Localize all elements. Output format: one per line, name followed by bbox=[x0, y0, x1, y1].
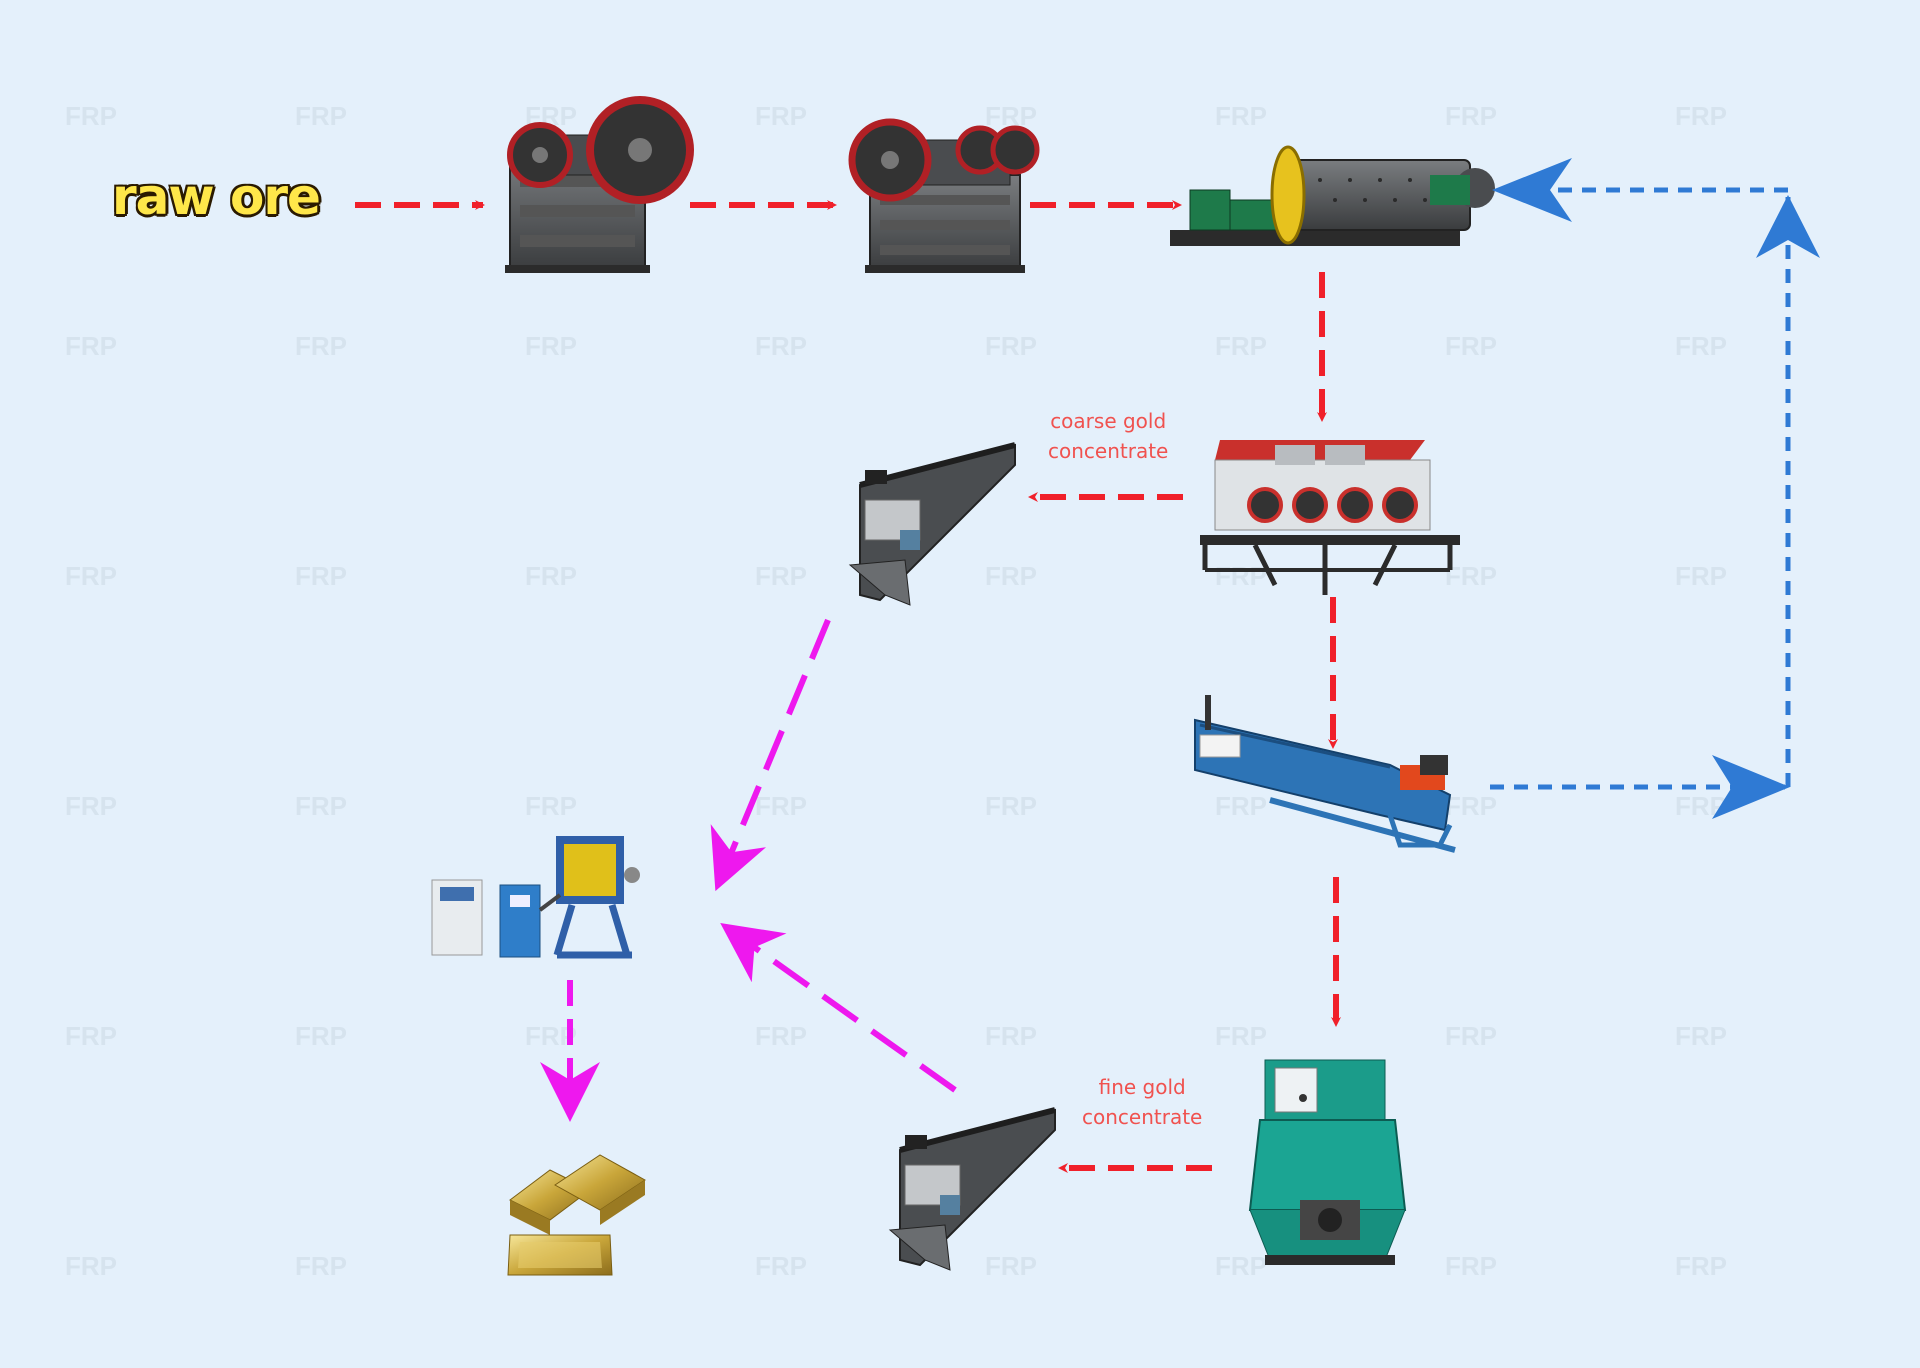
watermark-logo: FRP bbox=[1215, 791, 1267, 821]
jaw-crusher-icon bbox=[848, 118, 1040, 273]
melting-furnace-icon bbox=[431, 836, 640, 959]
watermark-logo: FRP bbox=[1445, 101, 1497, 131]
centrifugal-concentrator-icon bbox=[1248, 1059, 1407, 1265]
watermark-logo: FRP bbox=[1445, 1021, 1497, 1051]
watermark-logo: FRP bbox=[755, 1251, 807, 1281]
fine-gold-label: fine gold concentrate bbox=[1082, 1072, 1202, 1132]
return-arrowhead-mill bbox=[1492, 158, 1572, 222]
watermark-logo: FRP bbox=[1445, 561, 1497, 591]
shaking-table-icon bbox=[848, 442, 1016, 606]
watermark-logo: FRP bbox=[1445, 791, 1497, 821]
watermark-logo: FRP bbox=[1215, 1251, 1267, 1281]
watermark-logo: FRP bbox=[295, 791, 347, 821]
watermark-logo: FRP bbox=[65, 791, 117, 821]
watermark-logo: FRP bbox=[755, 101, 807, 131]
watermark-logo: FRP bbox=[1215, 1021, 1267, 1051]
arrow-finetable-to-furnace bbox=[720, 923, 957, 1093]
watermark-logo: FRP bbox=[755, 791, 807, 821]
fine-gold-line-1: fine gold bbox=[1098, 1075, 1186, 1099]
watermark-logo: FRP bbox=[985, 561, 1037, 591]
watermark-logo: FRP bbox=[1675, 331, 1727, 361]
watermark-logo: FRP bbox=[1675, 1251, 1727, 1281]
watermark-logo: FRP bbox=[1445, 1251, 1497, 1281]
watermark-logo: FRP bbox=[65, 561, 117, 591]
watermark-logo: FRP bbox=[65, 1021, 117, 1051]
watermark-logo: FRP bbox=[755, 331, 807, 361]
ball-mill-icon bbox=[1170, 145, 1495, 246]
watermark-logo: FRP bbox=[295, 101, 347, 131]
watermark-logo: FRP bbox=[1675, 1021, 1727, 1051]
arrow-table-to-furnace bbox=[710, 618, 831, 892]
watermark-logo: FRP bbox=[295, 561, 347, 591]
coarse-gold-line-2: concentrate bbox=[1048, 439, 1169, 463]
jig-machine-icon bbox=[1200, 440, 1460, 595]
jaw-crusher-icon bbox=[505, 96, 694, 273]
watermark-logo: FRP bbox=[65, 331, 117, 361]
watermark-logo: FRP bbox=[1675, 101, 1727, 131]
fine-gold-line-2: concentrate bbox=[1082, 1105, 1203, 1129]
watermark-logo: FRP bbox=[295, 1021, 347, 1051]
watermark-logo: FRP bbox=[985, 331, 1037, 361]
watermark-logo: FRP bbox=[295, 1251, 347, 1281]
return-arrowhead-up bbox=[1756, 195, 1820, 258]
watermark-logo: FRP bbox=[65, 101, 117, 131]
watermark-logo: FRP bbox=[985, 1251, 1037, 1281]
spiral-classifier-icon bbox=[1194, 695, 1456, 853]
watermark-logo: FRP bbox=[755, 1021, 807, 1051]
watermark-logo: FRP bbox=[1215, 101, 1267, 131]
watermark-logo: FRP bbox=[1215, 561, 1267, 591]
watermark-logo: FRP bbox=[525, 561, 577, 591]
watermark-logo: FRP bbox=[1445, 331, 1497, 361]
watermark-grid: FRP FRP FRP FRP FRP FRP FRP FRP FRP FRP FRP FRP FRP F… bbox=[65, 101, 1727, 1281]
coarse-gold-line-1: coarse gold bbox=[1050, 409, 1167, 433]
watermark-logo: FRP bbox=[525, 331, 577, 361]
watermark-logo: FRP bbox=[755, 561, 807, 591]
watermark-logo: FRP bbox=[1675, 791, 1727, 821]
watermark-logo: FRP bbox=[525, 791, 577, 821]
gold-bars-icon bbox=[507, 1154, 646, 1276]
return-arrowhead-right bbox=[1712, 755, 1790, 819]
watermark-logo: FRP bbox=[295, 331, 347, 361]
raw-ore-label: raw ore bbox=[112, 168, 321, 226]
watermark-logo: FRP bbox=[1215, 331, 1267, 361]
watermark-logo: FRP bbox=[985, 1021, 1037, 1051]
shaking-table-icon bbox=[888, 1107, 1056, 1271]
coarse-gold-label: coarse gold concentrate bbox=[1048, 406, 1168, 466]
watermark-logo: FRP bbox=[65, 1251, 117, 1281]
watermark-logo: FRP bbox=[985, 791, 1037, 821]
watermark-logo: FRP bbox=[1675, 561, 1727, 591]
